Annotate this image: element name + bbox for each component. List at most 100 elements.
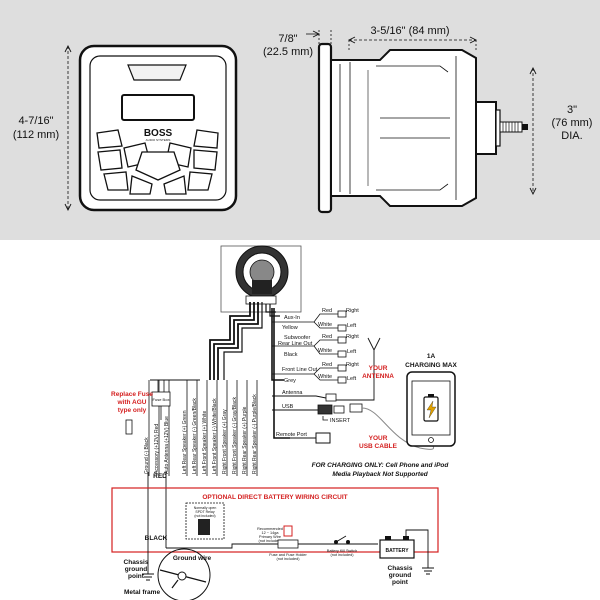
rca-left-plug: White xyxy=(318,348,332,354)
fuse-box-label: Fuse Box xyxy=(153,397,170,402)
wire-label: Left Rear Speaker (-) Green/Black xyxy=(192,398,198,474)
rca-label: Front Line Out xyxy=(282,367,318,373)
usb-port-label: USB xyxy=(282,404,294,410)
recommended-2: 12 ~ 14ga xyxy=(262,531,280,535)
rca-wire-color: Grey xyxy=(284,378,296,384)
depth-inches: 7/8" xyxy=(278,33,297,45)
relay-3: (not included) xyxy=(194,514,215,518)
wire-label: Right Rear Speaker (-) Purple/Black xyxy=(252,394,258,474)
front-view: BOSS AUDIO SYSTEMS xyxy=(78,44,238,212)
kill-switch-1: Battery Kill Switch xyxy=(327,549,357,553)
red-lead-label: RED xyxy=(153,473,167,480)
head-unit-rear xyxy=(220,245,302,313)
chassis-right-2: ground xyxy=(389,572,411,579)
rca-left: Left xyxy=(347,323,357,329)
antenna-callout: YOUR ANTENNA xyxy=(336,337,394,401)
rca-left: Left xyxy=(347,376,357,382)
rca-subwoofer: Subwoofer Rear Line Out Black Red White … xyxy=(278,334,359,358)
phone-charging: 1A CHARGING MAX FOR CHARGING ONLY: Cell … xyxy=(312,353,458,478)
rca-lines xyxy=(272,313,338,381)
battery-circuit-title: OPTIONAL DIRECT BATTERY WIRING CIRCUIT xyxy=(202,494,347,501)
wire-label: Right Front Speaker (+) Gray xyxy=(222,409,228,474)
boss-logo: BOSS AUDIO SYSTEMS xyxy=(144,128,173,142)
your-antenna-2: ANTENNA xyxy=(362,373,394,380)
depth-mm: (22.5 mm) xyxy=(263,46,313,58)
recommended-4: (not included) xyxy=(258,539,282,543)
metal-frame-label: Metal frame xyxy=(124,589,161,596)
rca-wire-color: Black xyxy=(284,352,298,358)
rca-right: Right xyxy=(346,334,359,340)
rca-wire-color: Yellow xyxy=(282,325,298,331)
length-dimension: 3-5/16" (84 mm) xyxy=(347,25,478,52)
fuse-note-1: Replace Fuse xyxy=(111,391,153,398)
depth-dimension: 7/8" (22.5 mm) xyxy=(263,30,332,58)
chassis-ground-right: Chassis ground point xyxy=(388,565,413,586)
height-inches: 4-7/16" xyxy=(18,115,53,127)
usb-cable-callout: YOUR USB CABLE xyxy=(349,403,434,450)
logo-text: BOSS xyxy=(144,128,173,139)
rca-left-plug: White xyxy=(318,322,332,328)
rca-right-plug: Red xyxy=(322,362,332,368)
fuse-holder-2: (not included) xyxy=(276,557,300,561)
diameter-dimension: 3" (76 mm) DIA. xyxy=(529,66,593,196)
length-label: 3-5/16" (84 mm) xyxy=(370,25,449,37)
wire-harness xyxy=(209,302,290,439)
port-connections: Antenna USB INSERT Remote Port xyxy=(272,390,351,444)
fuse-holder-1: Fuse and Fuse Holder xyxy=(269,553,307,557)
your-usb-1: YOUR xyxy=(369,435,388,442)
rca-right-plug: Red xyxy=(322,308,332,314)
height-mm: (112 mm) xyxy=(13,129,59,141)
ground-wire-label: Ground wire xyxy=(173,555,212,562)
rca-right-plug: Red xyxy=(322,334,332,340)
kill-switch-2: (not included) xyxy=(330,553,354,557)
wire-label: Right Front Speaker (-) Gray/Black xyxy=(232,397,238,474)
chassis-right-1: Chassis xyxy=(388,565,413,572)
rca-left: Left xyxy=(347,349,357,355)
wire-label: Left Front Speaker (+) White xyxy=(202,411,208,474)
chassis-left-3: point xyxy=(128,573,145,580)
wire-label: Auto Antenna (+12V) Blue xyxy=(164,416,170,474)
wire-label: Left Rear Speaker (+) Green xyxy=(182,410,188,474)
charging-note-1: FOR CHARGING ONLY: Cell Phone and iPod xyxy=(312,462,450,469)
logo-subtext: AUDIO SYSTEMS xyxy=(146,138,171,142)
diameter-inches: 3" xyxy=(567,104,577,116)
diameter-mm: (76 mm) xyxy=(552,117,593,129)
wire-label: Right Rear Speaker (+) Purple xyxy=(242,406,248,474)
antenna-port-label: Antenna xyxy=(282,390,303,396)
relay-1: Normally open xyxy=(194,506,217,510)
side-view xyxy=(317,42,528,214)
insert-label: INSERT xyxy=(330,418,351,424)
remote-port-label: Remote Port xyxy=(276,432,307,438)
wire-label: Accessory (+12V) Red xyxy=(154,424,160,474)
rca-label: Subwoofer xyxy=(284,335,310,341)
height-dimension: 4-7/16" (112 mm) xyxy=(13,44,72,212)
chassis-right-3: point xyxy=(392,579,409,586)
diameter-label: DIA. xyxy=(561,130,582,142)
chassis-ground-left: Chassis ground point Ground wire Metal f… xyxy=(124,540,212,600)
rca-right: Right xyxy=(346,308,359,314)
wire-label: Left Front Speaker (-) White/Black xyxy=(212,398,218,474)
fuse-note-2: with AGU xyxy=(116,399,146,406)
relay-2: SPDT Relay xyxy=(195,510,214,514)
charging-note-2: Media Playback Not Supported xyxy=(332,471,428,478)
chassis-left-2: ground xyxy=(125,566,147,573)
rca-label-2: Rear Line Out xyxy=(278,341,313,347)
fuse-area: Fuse Box Replace Fuse with AGU type only xyxy=(111,379,200,435)
rca-label: Aux-In xyxy=(284,315,300,321)
battery-circuit: OPTIONAL DIRECT BATTERY WIRING CIRCUIT N… xyxy=(111,487,439,575)
recommended-3: Primary Wire xyxy=(259,535,281,539)
recommended-1: Recommended xyxy=(257,527,283,531)
chassis-left-1: Chassis xyxy=(124,559,149,566)
rca-left-plug: White xyxy=(318,374,332,380)
rca-right: Right xyxy=(346,362,359,368)
your-usb-2: USB CABLE xyxy=(359,443,398,450)
rca-front-line-out: Front Line Out Grey Red White Right Left xyxy=(282,362,359,384)
fuse-note-3: type only xyxy=(118,407,147,414)
battery-label: BATTERY xyxy=(385,548,409,554)
your-antenna-1: YOUR xyxy=(369,365,388,372)
charging-amps: 1A xyxy=(427,353,436,360)
black-lead-label: BLACK xyxy=(145,535,168,542)
